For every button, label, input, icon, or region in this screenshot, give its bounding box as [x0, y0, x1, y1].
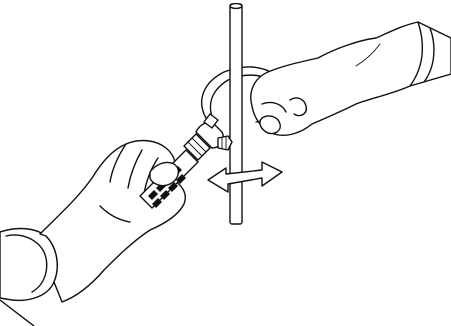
- vertical-pole: [229, 2, 243, 225]
- right-gloved-hand: [250, 21, 451, 136]
- left-gloved-hand: [0, 139, 186, 326]
- double-arrow: [207, 161, 283, 193]
- quick-connector: [139, 113, 233, 209]
